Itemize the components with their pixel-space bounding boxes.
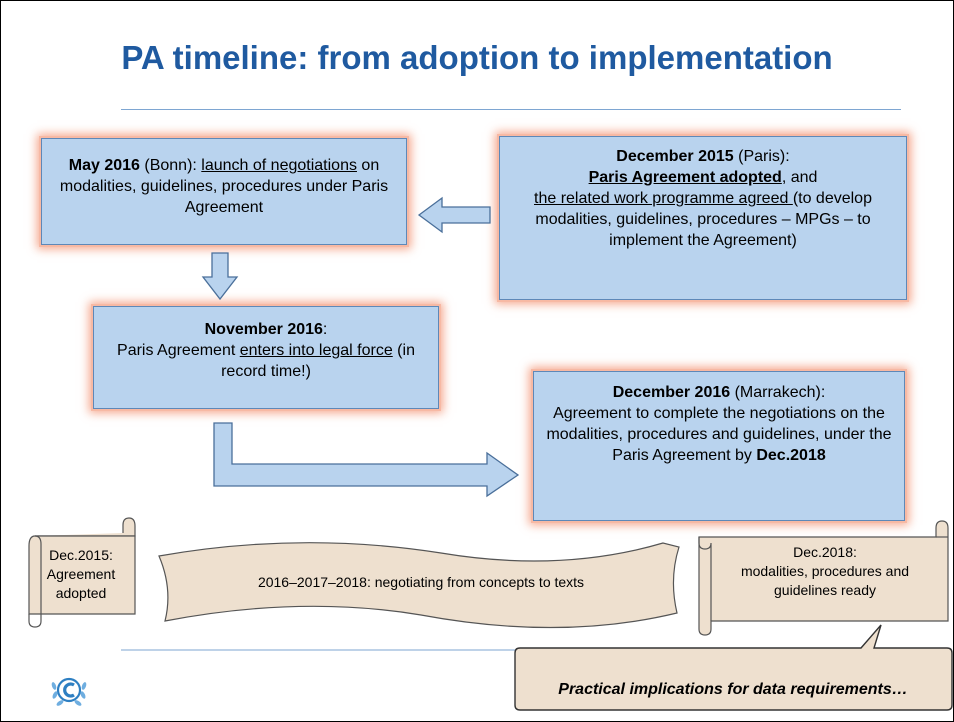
event-highlight-2: the related work programme agreed: [534, 190, 793, 207]
event-box-may-2016: May 2016 (Bonn): launch of negotiations …: [41, 138, 407, 245]
scroll-left: [28, 517, 136, 628]
title-divider: [121, 109, 901, 110]
down-arrow: [201, 252, 239, 301]
event-colon: :: [322, 321, 328, 338]
event-text-2: (in record time!): [221, 342, 415, 380]
event-place: (Paris):: [733, 148, 790, 165]
event-date: December 2015: [616, 148, 734, 165]
event-highlight: Paris Agreement adopted: [588, 169, 782, 186]
event-date: May 2016: [68, 157, 140, 174]
event-place: (Bonn):: [139, 157, 202, 174]
event-text: Paris Agreement: [117, 342, 240, 359]
scroll-right-line1: Dec.2018:: [793, 544, 857, 560]
scroll-middle-text: 2016–2017–2018: negotiating from concept…: [257, 574, 585, 590]
event-highlight: launch of negotiations: [201, 157, 357, 174]
event-date: December 2016: [612, 384, 731, 401]
event-deadline: Dec.2018: [756, 447, 826, 464]
slide-title: PA timeline: from adoption to implementa…: [121, 39, 833, 76]
callout-bubble: [514, 624, 953, 711]
event-box-dec-2015: December 2015 (Paris): Paris Agreement a…: [499, 136, 907, 300]
unfccc-logo-icon: [51, 677, 87, 706]
scroll-left-text: Dec.2015: Agreement adopted: [46, 547, 116, 601]
scroll-right-line2: modalities, procedures and guidelines re…: [740, 563, 910, 598]
scroll-middle: [158, 542, 680, 629]
event-box-dec-2016: December 2016 (Marrakech): Agreement to …: [533, 371, 905, 521]
event-text-2: (to develop modalities, guidelines, proc…: [535, 190, 872, 249]
bent-arrow: [213, 422, 520, 498]
event-text: , and: [781, 169, 818, 186]
event-highlight: enters into legal force: [239, 342, 393, 359]
event-text: on modalities, guidelines, procedures un…: [59, 157, 389, 216]
event-text: Agreement to complete the negotiations o…: [546, 405, 892, 464]
scroll-right-text: Dec.2018: modalities, procedures and gui…: [713, 543, 937, 600]
callout-text: Practical implications for data requirem…: [558, 681, 908, 698]
event-box-nov-2016: November 2016: Paris Agreement enters in…: [93, 306, 439, 409]
event-place: (Marrakech):: [730, 384, 826, 401]
event-date: November 2016: [204, 321, 323, 338]
left-arrow: [417, 196, 491, 234]
scroll-right: [698, 520, 949, 636]
